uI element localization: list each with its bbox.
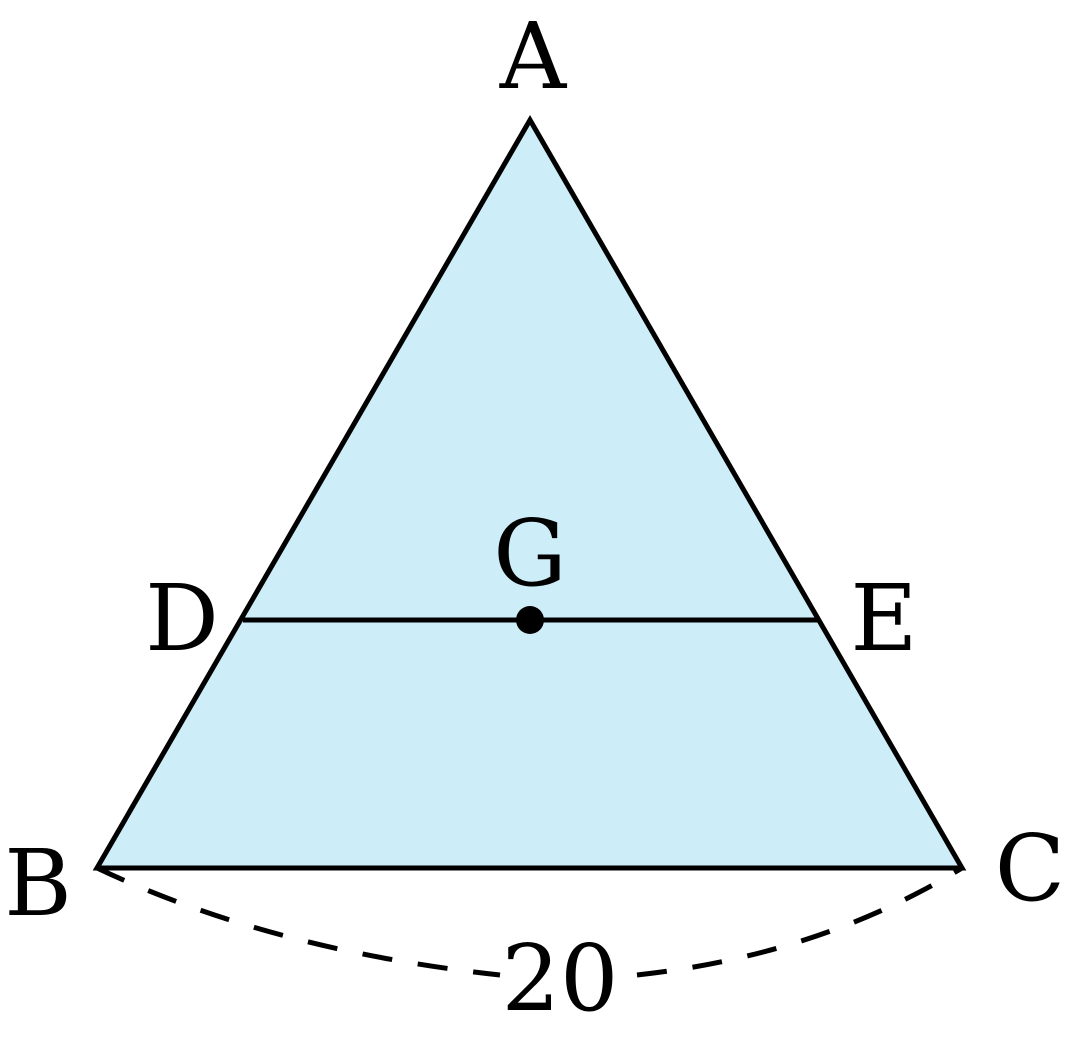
triangle-abc xyxy=(92,115,967,871)
base-length-arc-right xyxy=(636,865,964,978)
label-c: C xyxy=(995,815,1065,922)
label-a: A xyxy=(499,3,568,110)
label-d: D xyxy=(145,565,219,672)
base-length-label: 20 xyxy=(501,925,618,1032)
label-e: E xyxy=(850,565,917,672)
label-b: B xyxy=(4,830,72,937)
label-g: G xyxy=(493,500,567,607)
base-length-arc-left xyxy=(95,865,501,978)
point-g xyxy=(516,606,544,634)
